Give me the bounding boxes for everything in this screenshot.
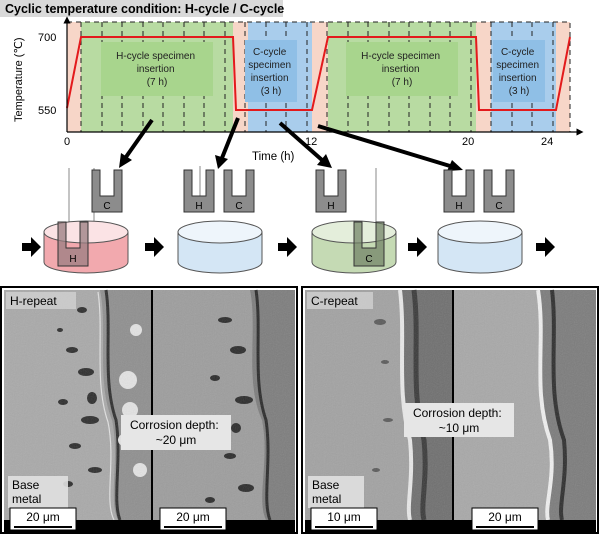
phase-arrowheads — [119, 153, 463, 171]
c-phase-label-box — [493, 40, 545, 102]
h-specimen-holder — [183, 169, 215, 213]
base-metal-label: Base metal — [312, 478, 343, 506]
arrow — [124, 118, 154, 159]
scalebar-label: 10 μm — [327, 510, 361, 524]
holder-label: H — [195, 201, 202, 212]
dish-label-c: C — [365, 254, 372, 265]
holder-label: C — [103, 201, 110, 212]
corrosion-depth-annotation: Corrosion depth: ~20 μm — [130, 418, 222, 447]
flow-arrow — [278, 237, 297, 257]
x-tick-20: 20 — [462, 136, 474, 148]
panel-label: C-repeat — [311, 294, 358, 308]
temperature-chart: H-cycle specimen insertion (7 h) C-cycle… — [13, 16, 584, 163]
scalebar-box — [159, 507, 227, 531]
c-specimen-holder — [91, 169, 123, 213]
cold-bath-dish — [177, 232, 263, 274]
scalebar-box — [310, 507, 378, 531]
h-specimen-holder — [443, 169, 475, 213]
holder-label: H — [327, 201, 334, 212]
arrow — [317, 124, 451, 168]
h-phase-label: H-cycle specimen insertion (7 h) — [116, 51, 198, 88]
h-specimen-holder — [315, 169, 347, 213]
dish-label-h: H — [69, 254, 76, 265]
x-tick-24: 24 — [541, 136, 553, 148]
h-phase-label: H-cycle specimen insertion (7 h) — [361, 51, 443, 88]
flow-arrow — [145, 237, 164, 257]
panel-label-box — [6, 292, 76, 309]
arrowhead — [317, 154, 332, 168]
base-metal-label: Base metal — [12, 478, 43, 506]
h-phase-label-box — [346, 42, 458, 96]
panel-label-box — [307, 292, 373, 309]
c-repeat-micrograph-panel: C-repeat Corrosion depth: ~10 μm Base me… — [301, 286, 599, 534]
annotation-box — [121, 415, 231, 450]
scalebar-box — [9, 507, 77, 531]
c-phase-label-box — [245, 40, 297, 102]
h-phase-label-box — [101, 42, 213, 96]
process-flow-arrows — [22, 237, 555, 257]
flow-arrow — [408, 237, 427, 257]
y-axis-label: Temperature (℃) — [13, 38, 25, 123]
temperature-profile-line — [66, 36, 571, 111]
specimen-schematic: C H H C H C H C — [22, 166, 555, 274]
base-metal-box — [308, 476, 364, 508]
c-phase-label: C-cycle specimen insertion (3 h) — [248, 47, 294, 97]
c-specimen-holder — [483, 169, 515, 213]
scalebar-box — [471, 507, 539, 531]
flow-arrow — [22, 237, 41, 257]
x-tick-12: 12 — [305, 136, 317, 148]
holder-label: C — [495, 201, 502, 212]
panel-label: H-repeat — [10, 294, 57, 308]
y-tick-550: 550 — [38, 105, 56, 117]
c-phase-label: C-cycle specimen insertion (3 h) — [496, 47, 542, 97]
base-metal-box — [8, 476, 68, 508]
cold-bath-dish — [437, 232, 523, 274]
annotation-box — [404, 403, 514, 437]
scalebar-label: 20 μm — [26, 510, 60, 524]
title-background — [0, 0, 283, 17]
corrosion-depth-annotation: Corrosion depth: ~10 μm — [413, 406, 505, 435]
dish-rim — [437, 220, 523, 244]
h-specimen-holder — [57, 221, 89, 267]
scalebar-label: 20 μm — [176, 510, 210, 524]
arrow — [278, 121, 324, 162]
h-repeat-micrograph-panel: H-repeat Corrosion depth: ~20 μm Base me… — [0, 286, 298, 534]
arrowhead — [447, 160, 463, 171]
dish-rim — [177, 220, 263, 244]
c-specimen-holder — [223, 169, 255, 213]
x-tick-0: 0 — [64, 136, 70, 148]
flow-arrow — [536, 237, 555, 257]
phase-arrows — [124, 117, 451, 168]
arrowhead — [215, 155, 228, 169]
x-axis-label: Time (h) — [252, 151, 295, 163]
c-specimen-holder — [353, 221, 385, 267]
figure-title: Cyclic temperature condition: H-cycle / … — [5, 2, 284, 16]
holder-label: C — [235, 201, 242, 212]
y-tick-700: 700 — [38, 32, 56, 44]
arrowhead — [119, 153, 132, 168]
scalebar-label: 20 μm — [488, 510, 522, 524]
arrow — [220, 117, 240, 159]
holder-label: H — [455, 201, 462, 212]
